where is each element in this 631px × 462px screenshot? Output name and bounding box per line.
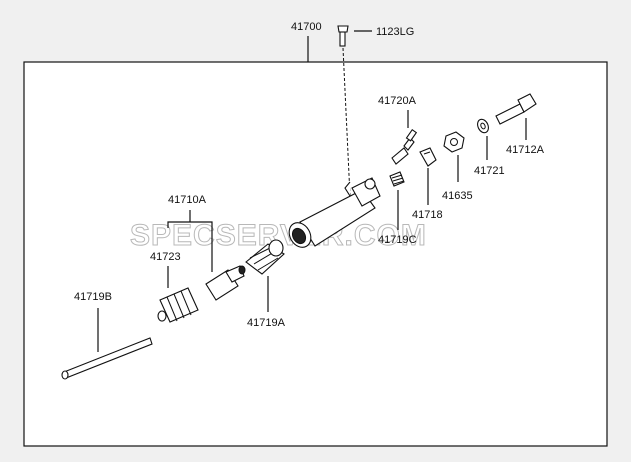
piston-part bbox=[157, 287, 199, 323]
label-41720a: 41720A bbox=[378, 95, 417, 107]
nut-part bbox=[443, 131, 465, 153]
label-41719c: 41719C bbox=[378, 234, 417, 246]
label-41719b: 41719B bbox=[74, 291, 112, 303]
gasket-part bbox=[477, 118, 489, 134]
bleeder-valve bbox=[391, 128, 418, 165]
banjo-bolt bbox=[495, 93, 537, 125]
label-41719a: 41719A bbox=[247, 317, 286, 329]
bolt-1123lg bbox=[337, 25, 349, 47]
label-41700: 41700 bbox=[291, 21, 322, 33]
spring-part bbox=[389, 171, 405, 187]
push-rod bbox=[61, 337, 153, 380]
cylinder-body bbox=[288, 177, 381, 248]
plunger-part bbox=[205, 265, 246, 301]
label-41710a: 41710A bbox=[168, 194, 207, 206]
label-41635: 41635 bbox=[442, 190, 473, 202]
clip-part bbox=[419, 147, 437, 167]
assembly-frame bbox=[23, 61, 608, 447]
label-41712a: 41712A bbox=[506, 144, 545, 156]
label-41718: 41718 bbox=[412, 209, 443, 221]
kit-bracket bbox=[167, 210, 213, 272]
label-1123lg: 1123LG bbox=[376, 26, 414, 38]
label-41723: 41723 bbox=[150, 251, 181, 263]
boot-part bbox=[245, 239, 285, 275]
label-41721: 41721 bbox=[474, 165, 505, 177]
